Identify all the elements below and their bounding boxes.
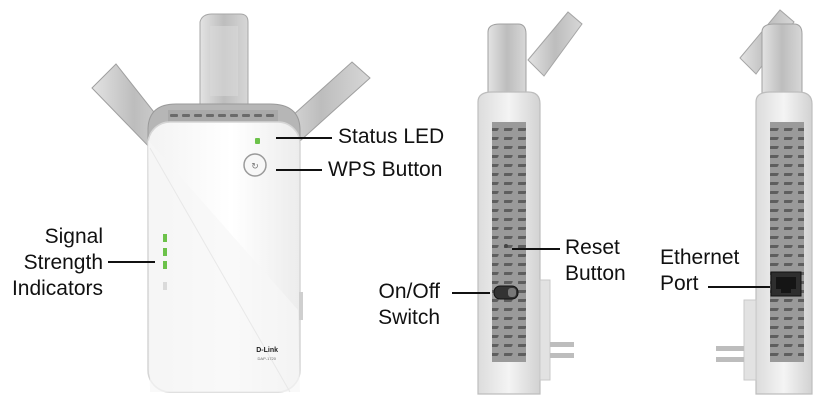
- signal-label-line-1: Signal: [44, 225, 103, 248]
- reset-button-label: Reset Button: [565, 235, 626, 287]
- side-view-right: [716, 9, 813, 395]
- signal-label-line-3: Indicators: [11, 277, 103, 300]
- signal-label-line-2: Strength: [23, 251, 103, 274]
- wps-button-shape: [243, 153, 267, 177]
- on-off-label-line-2: Switch: [378, 306, 440, 329]
- reset-label-line-1: Reset: [565, 236, 620, 259]
- front-view: ↻ D-Link DAP-1720: [91, 13, 371, 393]
- status-led-light: [255, 138, 260, 144]
- brand-text: D-Link: [256, 347, 278, 354]
- side-view-left: [477, 11, 583, 395]
- signal-led-2: [163, 248, 167, 256]
- signal-led-3: [163, 261, 167, 269]
- reset-label-line-2: Button: [565, 262, 626, 285]
- on-off-label-line-1: On/Off: [378, 280, 440, 303]
- ethernet-label-line-2: Port: [660, 272, 699, 295]
- wps-button-label: WPS Button: [328, 158, 443, 181]
- model-text: DAP-1720: [258, 356, 277, 361]
- on-off-switch-label: On/Off Switch: [360, 279, 440, 331]
- wps-icon: ↻: [251, 161, 259, 171]
- signal-led-1: [163, 234, 167, 242]
- ethernet-label-line-1: Ethernet: [660, 246, 740, 269]
- leader-lines: [108, 137, 770, 294]
- signal-led-4: [163, 282, 167, 290]
- status-led-label: Status LED: [338, 125, 445, 148]
- signal-strength-label: Signal Strength Indicators: [0, 224, 103, 302]
- ethernet-port-label: Ethernet Port: [660, 245, 739, 297]
